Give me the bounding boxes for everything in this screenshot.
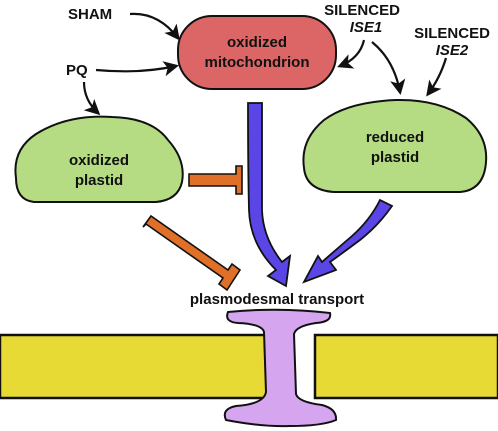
- oxidized-plastid-label-2: plastid: [75, 172, 123, 189]
- oxidized-plastid-inhibits-mito-arrow: [188, 165, 243, 195]
- cell-wall-left: [0, 333, 270, 400]
- pq-to-oxidized-plastid-arrow: [82, 81, 101, 116]
- oxidized-plastid-label-1: oxidized: [69, 152, 129, 169]
- reduced-plastid-to-transport-arrow: [302, 198, 394, 284]
- ise2-to-reduced-plastid-arrow: [426, 57, 448, 97]
- cell-wall-right: [313, 333, 498, 400]
- oxidized-plastid-shape: [14, 115, 184, 203]
- silenced-ise2-label: SILENCED: [414, 25, 490, 42]
- pq-label: PQ: [66, 62, 88, 79]
- mitochondrion-shape: [177, 15, 337, 90]
- plasmodesma: [223, 308, 338, 428]
- ise1-to-reduced-plastid-arrow: [371, 41, 406, 96]
- mitochondrion-label-2: mitochondrion: [205, 54, 310, 71]
- sham-label: SHAM: [68, 6, 112, 23]
- silenced-ise1-label: SILENCED: [324, 2, 400, 19]
- ise1-label: ISE1: [350, 19, 383, 36]
- reduced-plastid-label-1: reduced: [366, 129, 424, 146]
- mitochondrion-label-1: oxidized: [227, 34, 287, 51]
- sham-to-mito-arrow: [129, 12, 180, 41]
- plasmodesmal-transport-label: plasmodesmal transport: [190, 291, 364, 308]
- oxidized-plastid-inhibits-transport-arrow: [142, 214, 242, 292]
- reduced-plastid-shape: [302, 98, 488, 193]
- pq-to-mito-arrow: [95, 61, 180, 77]
- reduced-plastid-label-2: plastid: [371, 149, 419, 166]
- ise2-label: ISE2: [436, 42, 469, 59]
- ise1-to-mito-arrow: [337, 39, 366, 69]
- mito-to-transport-arrow: [247, 102, 292, 288]
